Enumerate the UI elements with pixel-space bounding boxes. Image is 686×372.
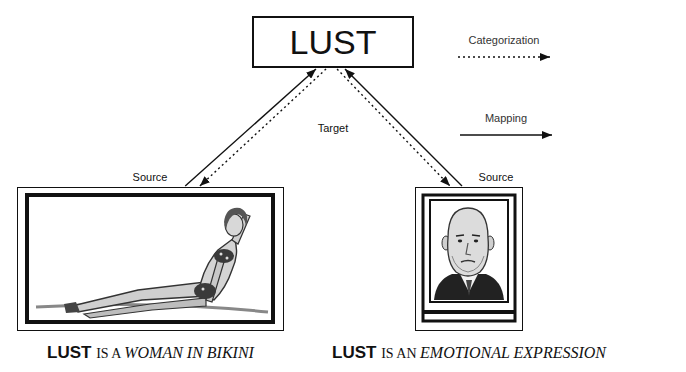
legend-label: Mapping [456,112,556,124]
label-anchor: Source [133,167,168,185]
portrait-figure [434,208,504,300]
label-anchor: Source [479,167,514,185]
metaphor-caption: LUST IS A WOMAN IN BIKINI [47,344,254,361]
caption-anchor: LUST IS A WOMAN IN BIKINI [47,343,254,363]
legend-label: Categorization [454,34,554,46]
mapping-arrow [185,69,316,186]
portrait-panel [430,200,508,302]
role-label: Source [133,171,168,183]
concept-box: LUST [252,16,414,68]
metaphor-caption: LUST IS AN EMOTIONAL EXPRESSION [332,344,606,361]
legend-line-sample [458,130,554,140]
categorization-arrow [337,69,450,186]
caption-anchor: LUST IS AN EMOTIONAL EXPRESSION [332,343,606,363]
role-label: Target [318,122,349,134]
label-anchor: Target [318,118,349,136]
categorization-arrow [200,69,326,186]
picture-frame: LUST IS AN EMOTIONAL EXPRESSION [415,187,523,331]
legend-entry: Mapping [456,112,556,140]
picture-frame: LUST IS A WOMAN IN BIKINI [17,187,284,331]
inner-frame [27,195,273,322]
frame-base [424,310,514,314]
legend-entry: Categorization [454,34,554,62]
legend-line-sample [456,52,552,62]
role-label: Source [479,171,514,183]
concept-label: LUST [290,25,377,59]
inner-frame [423,195,515,321]
mapping-arrow [345,69,462,186]
woman-figure [36,208,268,318]
